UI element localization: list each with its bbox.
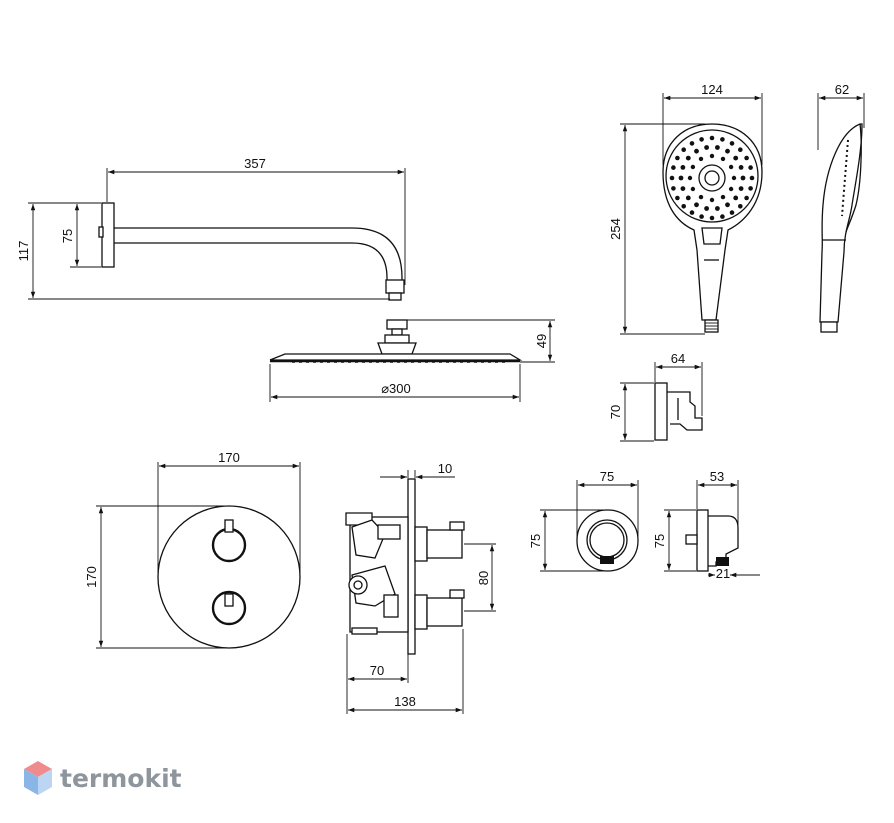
nozzle-dot (689, 210, 695, 215)
wall-holder-drawing: 64 70 (608, 351, 703, 442)
dim-total-depth: 138 (394, 694, 416, 709)
nozzle-dot (749, 175, 755, 181)
nozzle-dot (728, 164, 734, 170)
shower-head-drawing: 49 ⌀300 (269, 319, 555, 402)
nozzle-dot (699, 137, 704, 142)
nozzle-dot (720, 156, 726, 162)
nozzle-dot (720, 214, 725, 219)
nozzle-dot (738, 204, 743, 209)
dim-hand-length: 254 (608, 218, 623, 240)
nozzle-dot (694, 148, 699, 154)
nozzle-dot (729, 141, 735, 146)
nozzle-dot (738, 165, 744, 170)
nozzle-dot (740, 175, 746, 181)
nozzle-dot (709, 215, 715, 221)
lower-handle-side (426, 597, 463, 627)
nozzle-dot (685, 195, 691, 201)
hand-shower-front: 124 254 (608, 82, 763, 335)
dim-outlet2-height: 75 (652, 534, 667, 548)
nozzle-dot (725, 148, 730, 154)
mixer-side-view: 10 80 70 138 (345, 461, 496, 714)
nozzle-dot (744, 195, 749, 201)
dim-outlet-width: 75 (600, 469, 614, 484)
upper-handle (211, 527, 247, 563)
hand-shower-side: 62 (817, 82, 865, 333)
nozzle-dot (744, 155, 749, 161)
wall-outlet-side: 53 75 21 (652, 469, 760, 581)
mixer-plate-front: 170 170 (84, 450, 301, 649)
nozzle-dot (709, 135, 715, 141)
nozzle-dot (678, 175, 684, 181)
nozzle-dot (748, 165, 753, 170)
nozzle-dot (733, 155, 739, 161)
nozzle-dot (694, 202, 699, 208)
nozzle-dot (671, 165, 676, 170)
nozzle-dot (680, 165, 686, 170)
nozzle-dot (720, 194, 726, 200)
dim-arm-height: 117 (16, 241, 31, 262)
nozzle-dot (709, 153, 715, 159)
nozzle-dot (680, 186, 686, 192)
logo-text: termokit (60, 764, 182, 793)
nozzle-dot (738, 147, 743, 152)
nozzle-dot (733, 195, 739, 201)
dim-handles-spacing: 80 (476, 571, 491, 585)
dim-plate-thickness: 10 (438, 461, 452, 476)
nozzle-dot (687, 175, 693, 181)
cover-plate (407, 478, 416, 655)
nozzle-dot (689, 141, 695, 146)
nozzle-dot (720, 137, 725, 142)
nozzle-dot (704, 206, 709, 211)
dim-hand-depth: 62 (835, 82, 849, 97)
nozzle-dot (671, 186, 676, 191)
hexagon-cube-icon (24, 761, 52, 795)
nozzle-dot (725, 202, 730, 208)
dim-head-diameter: ⌀300 (381, 381, 411, 396)
dim-outlet2-thread: 21 (716, 566, 730, 581)
nozzle-dot (675, 195, 680, 201)
termokit-logo: termokit (24, 761, 182, 795)
arm-wall-flange (101, 202, 115, 268)
nozzle-dot (675, 155, 680, 161)
nozzle-dot (681, 147, 686, 152)
upper-handle-side (426, 529, 463, 559)
shower-arm-drawing: 357 117 75 (16, 156, 406, 301)
dim-head-height: 49 (534, 334, 549, 348)
dim-holder-height: 70 (608, 405, 623, 419)
dim-arm-length: 357 (244, 156, 266, 171)
nozzle-dot (715, 206, 720, 211)
nozzle-dot (715, 145, 720, 150)
nozzle-dot (728, 186, 734, 192)
nozzle-dot (748, 186, 753, 191)
dim-plate-width: 170 (218, 450, 240, 465)
dim-plate-height: 170 (84, 566, 99, 588)
nozzle-dot (738, 186, 744, 192)
nozzle-dot (709, 197, 715, 203)
dim-outlet2-depth: 53 (710, 469, 724, 484)
dim-body-depth: 70 (370, 663, 384, 678)
hand-shower-nozzles (669, 135, 755, 221)
dim-outlet-height: 75 (528, 534, 543, 548)
nozzle-dot (669, 175, 675, 181)
nozzle-dot (690, 186, 696, 192)
dim-arm-flange: 75 (60, 229, 75, 243)
nozzle-dot (698, 156, 704, 162)
nozzle-dot (681, 204, 686, 209)
nozzle-dot (690, 164, 696, 170)
nozzle-dot (729, 210, 735, 215)
nozzle-dot (704, 145, 709, 150)
wall-outlet-front: 75 75 (528, 469, 639, 572)
nozzle-dot (698, 194, 704, 200)
nozzle-dot (731, 175, 737, 181)
nozzle-dot (685, 155, 691, 161)
dim-hand-width: 124 (701, 82, 723, 97)
nozzle-dot (699, 214, 704, 219)
lower-handle (211, 590, 247, 626)
dim-holder-width: 64 (671, 351, 685, 366)
